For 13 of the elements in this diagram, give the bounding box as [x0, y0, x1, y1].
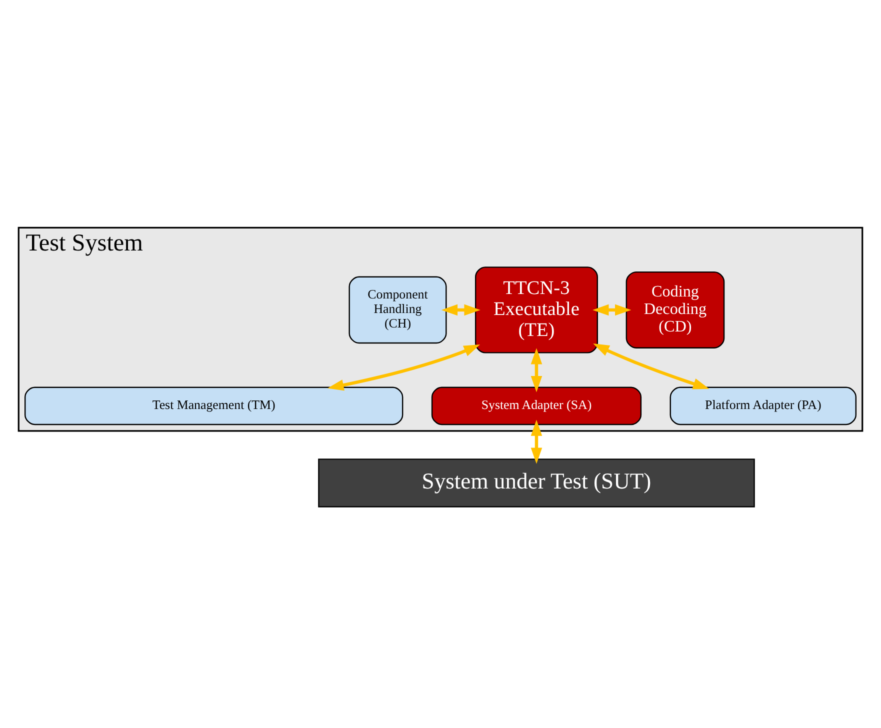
arrow: [593, 344, 710, 390]
node-box: Coding Decoding (CD): [626, 271, 725, 348]
arrow: [328, 344, 480, 391]
node-box: System Adapter (SA): [431, 386, 642, 426]
node-box: Component Handling (CH): [348, 276, 447, 344]
node-box: TTCN-3 Executable (TE): [474, 266, 598, 354]
node-box: System under Test (SUT): [318, 458, 755, 508]
arrow: [592, 304, 632, 316]
arrow: [530, 420, 542, 464]
arrow: [441, 304, 480, 316]
node-box: Platform Adapter (PA): [670, 386, 857, 426]
node-box: Test Management (TM): [24, 386, 404, 426]
arrow: [530, 348, 542, 392]
